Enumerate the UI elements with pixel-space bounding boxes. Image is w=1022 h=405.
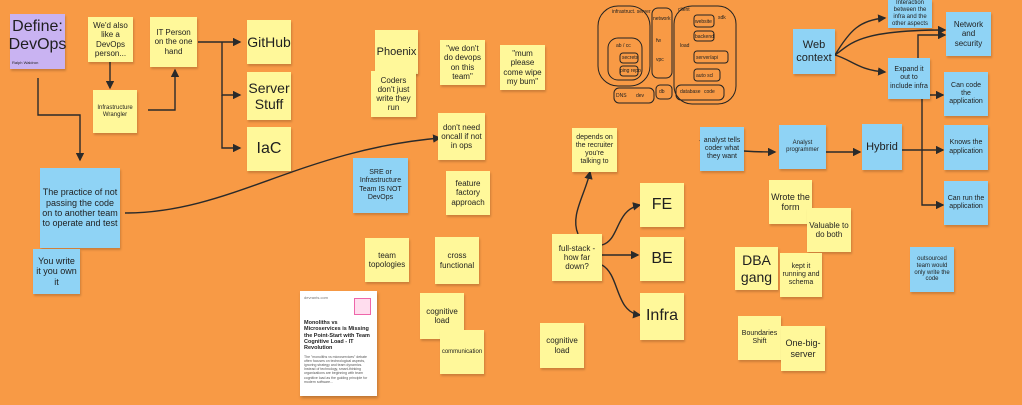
infra-sketch: infrastruct. server network client ab / …	[596, 3, 738, 106]
article-thumbnail	[354, 298, 371, 315]
note-one-big-server: One-big-server	[781, 326, 825, 371]
sketch-label: vpc	[656, 57, 664, 63]
note-cross-functional: cross functional	[435, 237, 479, 284]
sketch-label: network	[653, 16, 671, 22]
note-feature-factory: feature factory approach	[446, 171, 490, 215]
infra-sketch-drawing	[597, 5, 737, 105]
note-coders: Coders don't just write they run	[371, 71, 416, 117]
note-sre: SRE or Infrastructure Team IS NOT DevOps	[353, 158, 408, 213]
note-dba-gang: DBA gang	[735, 247, 778, 290]
note-be: BE	[640, 237, 684, 281]
sketch-label: load	[680, 43, 690, 49]
note-analyst-programmer: Analyst programmer	[779, 125, 826, 169]
note-infra-wrangler: Infrastructure Wrangler	[93, 90, 137, 133]
note-depends-recruiter: depends on the recruiter you're talking …	[572, 128, 617, 172]
title-note-text: Define: DevOps	[8, 17, 67, 54]
sketch-label: sdk	[718, 15, 726, 21]
sketch-label: DNS	[616, 93, 627, 99]
note-fe: FE	[640, 183, 684, 227]
note-communication: communication	[440, 330, 484, 374]
note-infra: Infra	[640, 293, 684, 340]
note-github: GitHub	[247, 20, 291, 64]
note-interaction: Interaction between the infra and the ot…	[888, 0, 932, 28]
note-dont-need-oncall: don't need oncall if not in ops	[438, 113, 485, 160]
note-iac: IaC	[247, 127, 291, 171]
sketch-label: ping repo	[620, 68, 641, 74]
note-knows-app: Knows the application	[944, 125, 988, 170]
sketch-label: auto scl	[696, 73, 714, 79]
article-title: Monoliths vs Microservices is Missing th…	[304, 320, 370, 352]
sketch-label: server/api	[696, 55, 718, 61]
note-devops-person: We'd also like a DevOps person...	[88, 17, 133, 62]
sketch-label: code	[704, 89, 715, 95]
note-mum: "mum please come wipe my bum"	[500, 45, 545, 90]
note-full-stack: full-stack - how far down?	[552, 234, 602, 281]
sketch-label: backend	[695, 34, 714, 40]
sketch-label: infrastruct. server	[612, 9, 651, 15]
sketch-label: secrets	[622, 55, 639, 61]
sketch-label: dev	[636, 93, 645, 99]
note-outsourced: outsourced team would only write the cod…	[910, 247, 954, 292]
sketch-label: db	[659, 89, 665, 95]
note-expand-infra: Expand it out to include infra	[888, 58, 930, 99]
note-kept-running: kept it running and schema	[780, 253, 822, 297]
note-wrote-form: Wrote the form	[769, 180, 812, 224]
sketch-label: database	[680, 89, 701, 95]
note-web-context: Web context	[793, 29, 835, 74]
sketch-label: fw	[656, 38, 661, 44]
note-valuable: Valuable to do both	[807, 208, 851, 252]
note-network-security: Network and security	[946, 12, 991, 56]
sketch-label: ab / cc	[616, 43, 631, 49]
note-it-person: IT Person on the one hand	[150, 17, 197, 67]
title-note: Define: DevOps Ralph Waldron	[8, 14, 67, 69]
article-excerpt: The "monoliths vs microservices" debate …	[304, 354, 368, 384]
article-card[interactable]: devrants.com Monoliths vs Microservices …	[300, 291, 377, 396]
sketch-label: website	[695, 19, 712, 25]
note-cognitive-load-2: cognitive load	[540, 323, 584, 368]
note-boundaries: Boundaries Shift	[738, 316, 781, 360]
note-team-topologies: team topologies	[365, 238, 409, 282]
note-phoenix: Phoenix	[375, 30, 418, 74]
note-hybrid: Hybrid	[862, 124, 902, 170]
note-can-run: Can run the application	[944, 181, 988, 225]
note-dont-do-devops: "we don't do devops on this team"	[440, 40, 485, 85]
note-you-write-it: You write it you own it	[33, 249, 80, 294]
note-practice: The practice of not passing the code on …	[40, 168, 120, 248]
note-server-stuff: Server Stuff	[247, 72, 291, 120]
article-source: devrants.com	[304, 295, 329, 300]
note-analyst-tells: analyst tells coder what they want	[700, 127, 744, 171]
note-can-code: Can code the application	[944, 72, 988, 116]
title-note-author: Ralph Waldron	[12, 59, 39, 65]
sketch-label: client	[678, 7, 690, 13]
